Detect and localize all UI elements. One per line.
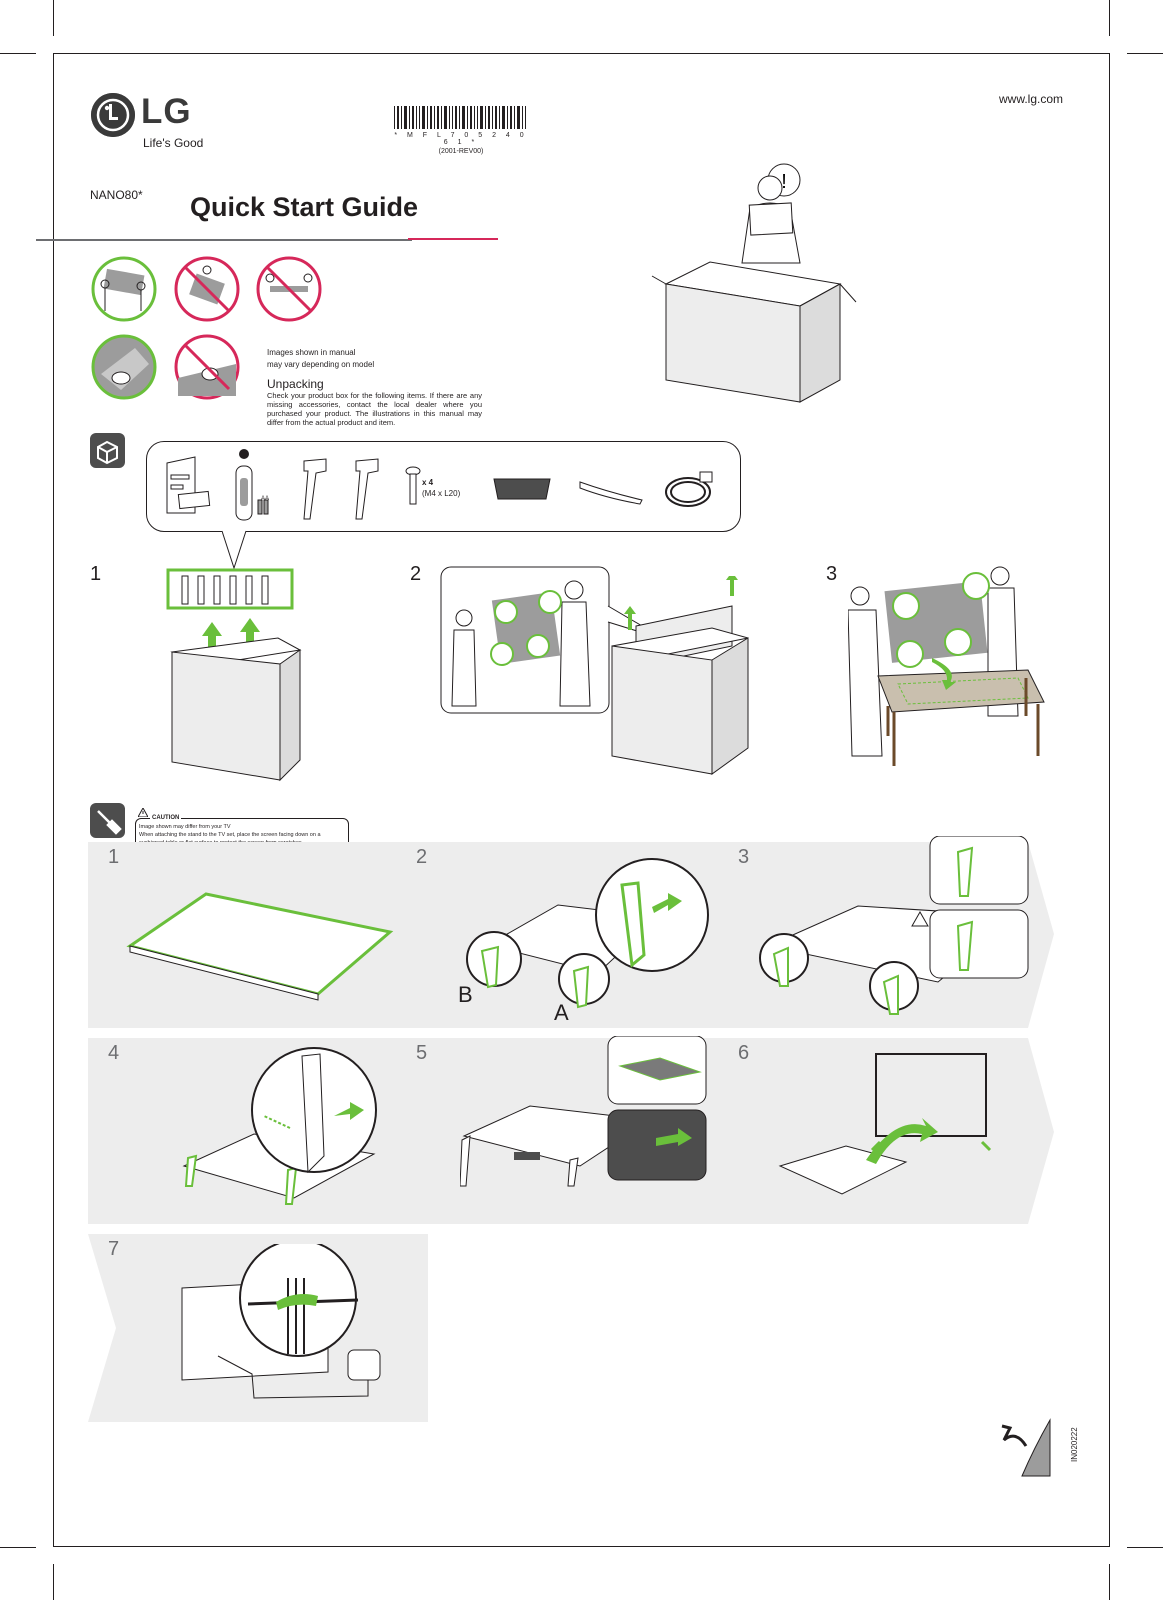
lock-stand-illustration: [759, 836, 1029, 1015]
screw-count: x 4: [422, 478, 434, 487]
caution-title: CAUTION: [150, 815, 182, 821]
tagline: Life's Good: [143, 136, 204, 150]
page-title: Quick Start Guide: [190, 192, 419, 222]
crop-mark: [0, 1547, 36, 1548]
accessories-panel-pointer: [222, 530, 247, 570]
remove-packing-illustration: [166, 568, 302, 782]
images-note: Images shown in manual may vary dependin…: [267, 347, 374, 371]
stand-leg-b-icon: [303, 458, 327, 520]
crop-mark: [53, 1564, 54, 1600]
crop-mark: [1127, 1547, 1163, 1548]
screw-stand-illustration: [182, 1047, 377, 1205]
stand-label-a: A: [554, 1000, 569, 1025]
model-number: NANO80*: [90, 188, 143, 202]
assembly-step-2: 2: [416, 846, 428, 868]
assembly-step-6: 6: [738, 1042, 750, 1064]
accessories-panel: [146, 441, 741, 532]
prohibited-flat-carry-icon: [256, 256, 322, 322]
unbox-step-3: 3: [826, 563, 838, 585]
footer-code: IN020222: [1070, 1427, 1079, 1462]
cable-cover-icon: [493, 478, 551, 500]
cable-cover-attach-illustration: [460, 1036, 707, 1187]
warning-icon: [138, 808, 148, 817]
accessories-box-icon: [90, 433, 125, 468]
crop-mark: [53, 0, 54, 36]
power-cord-icon: [665, 471, 713, 507]
lift-tv-bubble: [440, 566, 667, 714]
lg-logo-icon: [91, 93, 135, 137]
place-on-table-illustration: [848, 566, 1045, 766]
assembly-step-7: 7: [108, 1238, 120, 1260]
barcode: [394, 106, 526, 129]
logo-wordmark: LG: [141, 92, 192, 131]
screw-icon: [405, 466, 421, 505]
assembly-step-4: 4: [108, 1042, 120, 1064]
battery-label: AA: [261, 496, 270, 502]
caution-line-1: Image shown may differ from your TV: [139, 824, 231, 830]
assembly-step-5: 5: [416, 1042, 428, 1064]
unbox-step-2: 2: [410, 563, 422, 585]
crop-mark: [1127, 53, 1163, 54]
prohibited-handling-icon: [174, 256, 240, 322]
images-note-line2: may vary depending on model: [267, 360, 375, 369]
turn-page-icon: [1001, 1418, 1051, 1477]
stand-label-b: B: [458, 982, 473, 1007]
assembly-step-1: 1: [108, 846, 120, 868]
images-note-line1: Images shown in manual: [267, 348, 356, 357]
stand-tv-upright-illustration: [778, 1053, 992, 1195]
barcode-revision: (2001-REV00): [438, 148, 484, 155]
crop-mark: [1109, 0, 1110, 36]
tv-in-box-illustration: [611, 576, 749, 775]
correct-grip-icon: [91, 334, 157, 400]
unbox-step-1: 1: [90, 563, 102, 585]
manual-icon: [166, 456, 211, 514]
remote-control-icon: [235, 449, 269, 521]
title-rule: [36, 239, 412, 241]
correct-handling-icon: [91, 256, 157, 322]
crop-mark: [0, 53, 36, 54]
page-frame: [53, 53, 1110, 1547]
screw-spec: (M4 x L20): [422, 489, 461, 498]
unpacking-heading: Unpacking: [267, 377, 324, 391]
cable-tie-icon: [579, 481, 643, 505]
website-link[interactable]: www.lg.com: [998, 92, 1063, 106]
barcode-number: * M F L 7 0 5 2 4 0 6 1 *: [394, 132, 528, 146]
prohibited-grip-icon: [174, 334, 240, 400]
box-inspection-illustration: !: [651, 163, 857, 403]
cable-management-illustration: [181, 1244, 381, 1399]
attach-stand-illustration: [466, 858, 709, 1009]
assembly-step-3: 3: [738, 846, 750, 868]
svg-text:!: !: [781, 171, 787, 193]
crop-mark: [1109, 1564, 1110, 1600]
unpacking-text: Check your product box for the following…: [267, 391, 482, 427]
tv-face-down-illustration: [126, 892, 394, 1001]
stand-leg-a-icon: [355, 458, 379, 520]
title-rule-accent: [408, 238, 498, 240]
screwdriver-icon: [90, 803, 125, 838]
